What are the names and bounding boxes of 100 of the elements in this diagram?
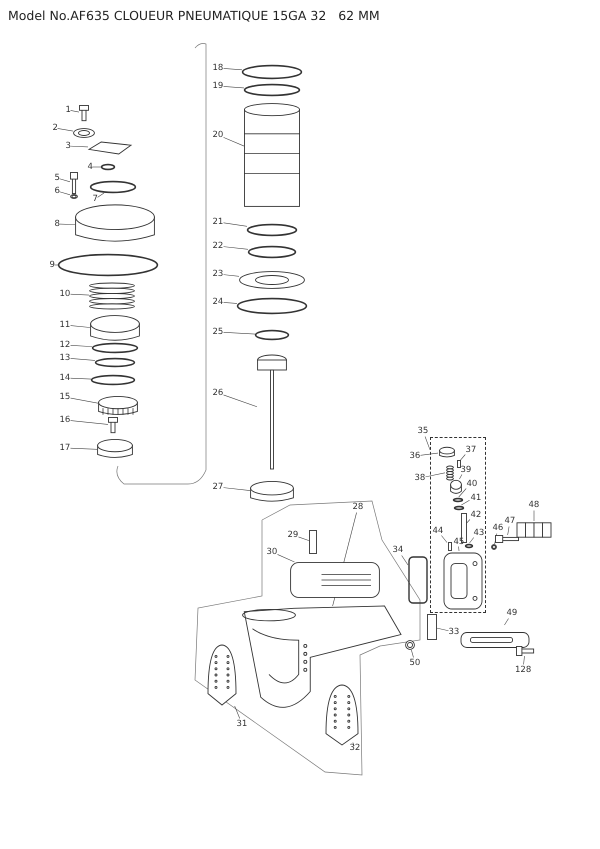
leader-line bbox=[234, 706, 240, 719]
leader-line bbox=[70, 378, 92, 380]
callout-number: 128 bbox=[515, 664, 532, 676]
bolt-drawing bbox=[70, 172, 78, 194]
leader-line bbox=[59, 178, 70, 182]
grip-drawing bbox=[290, 562, 380, 598]
screw-drawing bbox=[79, 105, 89, 121]
callout-number: 6 bbox=[54, 186, 60, 196]
leader-line bbox=[441, 535, 448, 543]
leader-line bbox=[54, 264, 58, 266]
callout-number: 13 bbox=[60, 352, 70, 364]
leader-line bbox=[223, 302, 238, 304]
callout-number: 26 bbox=[212, 388, 224, 398]
leader-line bbox=[70, 325, 90, 328]
leader-line bbox=[436, 628, 449, 632]
o-ring-drawing bbox=[454, 506, 464, 510]
callout-number: 40 bbox=[466, 478, 478, 490]
callout-number: 29 bbox=[288, 530, 298, 540]
screw-drawing bbox=[108, 417, 118, 433]
o-ring-drawing bbox=[92, 343, 138, 353]
leader-line bbox=[223, 68, 242, 70]
leader-line bbox=[424, 436, 430, 450]
callout-number: 48 bbox=[528, 500, 540, 510]
callout-number: 43 bbox=[474, 528, 484, 538]
leader-line bbox=[504, 618, 509, 626]
callout-number: 38 bbox=[414, 472, 426, 484]
plate-drawing bbox=[88, 141, 132, 155]
o-ring-drawing bbox=[453, 498, 463, 502]
o-ring-drawing bbox=[247, 224, 297, 236]
callout-number: 41 bbox=[470, 492, 482, 504]
callout-number: 12 bbox=[60, 340, 70, 350]
callout-number: 34 bbox=[392, 544, 404, 556]
callout-number: 14 bbox=[60, 372, 70, 384]
callout-number: 30 bbox=[266, 546, 278, 558]
leader-line bbox=[401, 555, 408, 566]
o-ring-drawing bbox=[244, 84, 300, 96]
pin-drawing bbox=[457, 460, 461, 468]
leader-line bbox=[57, 128, 74, 132]
callout-number: 15 bbox=[60, 392, 70, 402]
washer-drawing bbox=[73, 128, 95, 138]
washer-drawing bbox=[405, 640, 415, 650]
leader-line bbox=[70, 398, 98, 404]
washer-drawing bbox=[239, 271, 305, 289]
callout-number: 27 bbox=[212, 482, 224, 492]
callout-number: 33 bbox=[448, 626, 460, 638]
driver-blade-drawing bbox=[257, 354, 287, 470]
air-fitting-drawing bbox=[517, 521, 551, 539]
leader-line bbox=[523, 656, 525, 665]
callout-number: 35 bbox=[418, 426, 428, 436]
callout-number: 49 bbox=[506, 608, 518, 618]
callout-number: 2 bbox=[52, 122, 58, 134]
side-plate-drawing bbox=[207, 644, 237, 706]
assembly-outline bbox=[430, 437, 486, 613]
callout-number: 8 bbox=[54, 218, 60, 230]
callout-number: 19 bbox=[212, 80, 224, 92]
leader-line bbox=[277, 554, 295, 562]
leader-line bbox=[223, 246, 248, 250]
head-cover-drawing bbox=[443, 552, 483, 610]
leader-line bbox=[59, 224, 76, 225]
callout-number: 1 bbox=[66, 104, 71, 116]
o-ring-drawing bbox=[248, 246, 296, 258]
leader-line bbox=[459, 474, 462, 480]
leader-line bbox=[223, 332, 256, 334]
cap-drawing bbox=[439, 447, 455, 459]
callout-number: 22 bbox=[212, 240, 224, 252]
bolt-drawing bbox=[516, 646, 534, 656]
callout-number: 24 bbox=[212, 296, 224, 308]
leader-line bbox=[458, 546, 460, 552]
leader-line bbox=[70, 146, 88, 148]
callout-number: 37 bbox=[466, 444, 476, 456]
leader-line bbox=[411, 650, 414, 658]
o-ring-drawing bbox=[242, 65, 302, 79]
leader-line bbox=[70, 358, 96, 361]
pin-drawing bbox=[448, 542, 452, 550]
leader-line bbox=[298, 536, 310, 541]
callout-number: 7 bbox=[92, 194, 98, 204]
callout-number: 3 bbox=[66, 140, 71, 152]
callout-number: 16 bbox=[60, 414, 70, 426]
leader-line bbox=[223, 487, 250, 491]
spring-drawing bbox=[89, 283, 135, 309]
o-ring-drawing bbox=[58, 254, 158, 276]
leader-line bbox=[70, 448, 98, 450]
callout-number: 31 bbox=[236, 718, 248, 730]
callout-number: 9 bbox=[50, 260, 55, 270]
callout-number: 39 bbox=[460, 464, 472, 476]
o-ring-drawing bbox=[101, 164, 115, 170]
callout-number: 28 bbox=[352, 502, 364, 512]
callout-number: 25 bbox=[212, 326, 224, 338]
leader-line bbox=[70, 345, 92, 347]
leader-line bbox=[70, 420, 108, 425]
o-ring-drawing bbox=[95, 358, 135, 366]
title: Model No.AF635 CLOUEUR PNEUMATIQUE 15GA 32 62 MM bbox=[8, 8, 380, 23]
leader-line bbox=[460, 454, 466, 461]
leader-line bbox=[92, 166, 102, 168]
leader-line bbox=[223, 222, 248, 227]
leader-line bbox=[223, 274, 240, 277]
leader-line bbox=[458, 488, 466, 498]
leader-line bbox=[223, 394, 258, 408]
o-ring-drawing bbox=[91, 375, 135, 385]
gasket-drawing bbox=[408, 556, 428, 604]
